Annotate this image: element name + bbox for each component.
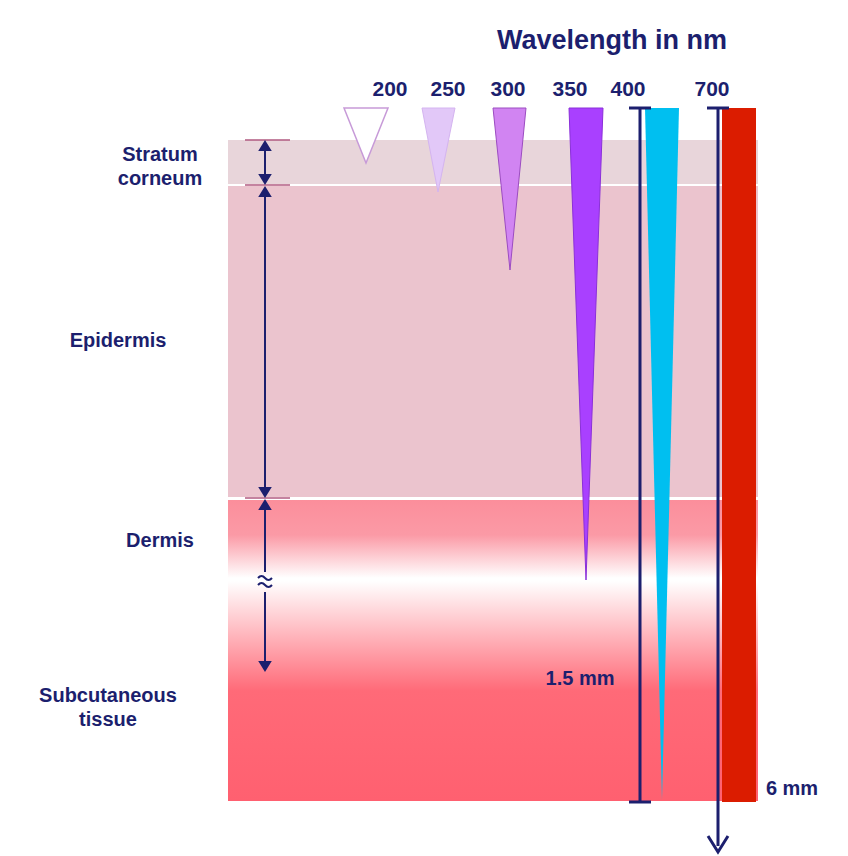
wavelength-value: 400: [610, 76, 645, 101]
subcutaneous-layer: [228, 581, 758, 801]
layer-name: Epidermis: [70, 328, 167, 352]
uv-200-wedge: [344, 108, 388, 163]
wavelength-value: 700: [694, 76, 729, 101]
red-700-bar: [722, 108, 756, 802]
layer-name: Dermis: [126, 528, 194, 552]
blue-400-wedge: [645, 108, 679, 800]
stratum-corneum-layer: [228, 140, 758, 184]
wavelength-value: 350: [552, 76, 587, 101]
layer-name: Subcutaneous tissue: [23, 683, 193, 731]
boundary-ticks: [245, 140, 290, 498]
wavelength-value: 300: [490, 76, 525, 101]
uv-350-wedge: [569, 108, 603, 580]
uv-300-wedge: [493, 108, 526, 270]
depth-markers: [629, 108, 729, 852]
layer-name: Stratum corneum: [90, 142, 230, 190]
wavelength-value: 200: [372, 76, 407, 101]
thickness-brackets: [258, 142, 272, 670]
uv-250-wedge: [422, 108, 455, 192]
depth-dimension: 6 mm: [766, 776, 818, 800]
diagram-title: Wavelength in nm: [497, 24, 727, 56]
wavelength-value: 250: [430, 76, 465, 101]
dermis-layer: [228, 500, 758, 578]
depth-dimension: 1.5 mm: [546, 666, 615, 690]
epidermis-layer: [228, 186, 758, 497]
